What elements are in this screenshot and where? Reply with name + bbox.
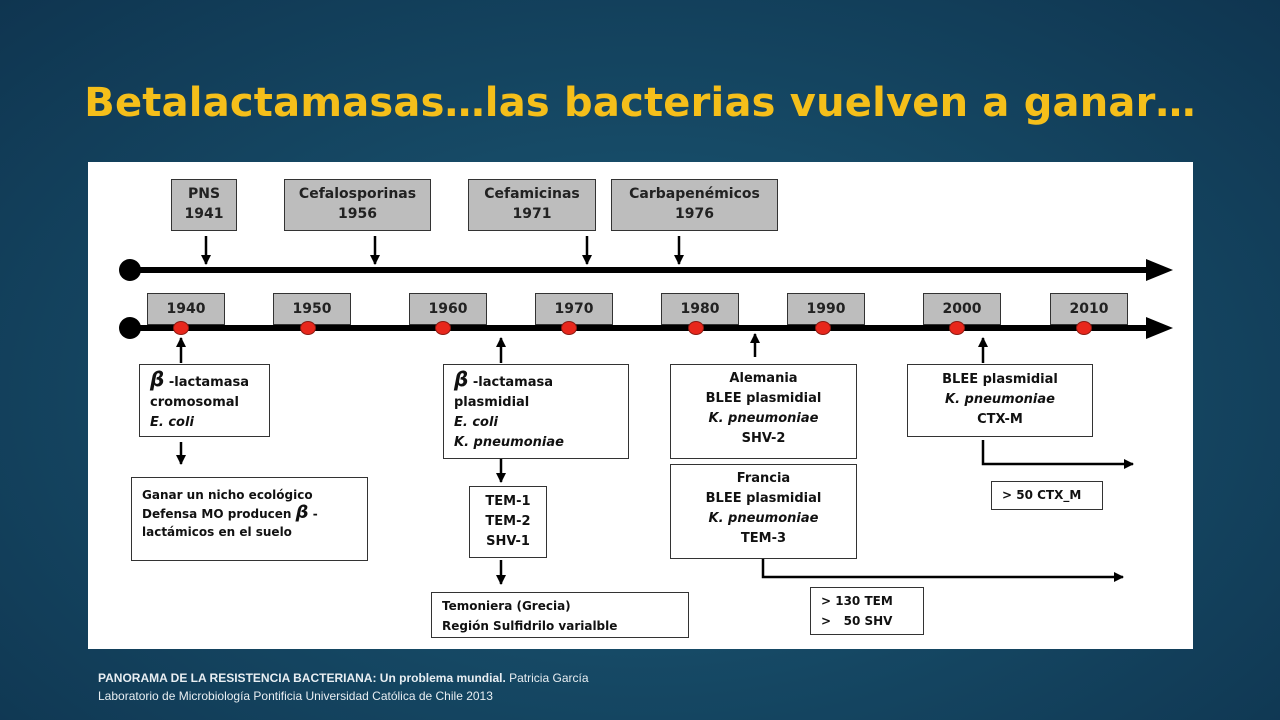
box-line: CTX-M xyxy=(977,412,1023,427)
box-ctx-m-count: > 50 CTX_M xyxy=(991,481,1103,510)
box-line: BLEE plasmidial xyxy=(942,372,1058,387)
antibiotic-year: 1956 xyxy=(338,206,377,222)
antibiotic-carbapenemicos: Carbapenémicos 1976 xyxy=(611,179,778,231)
box-2000-blee: BLEE plasmidial K. pneumoniae CTX-M xyxy=(907,364,1093,437)
timeline-svg xyxy=(119,236,1173,585)
box-line: BLEE plasmidial xyxy=(705,491,822,506)
box-line: SHV-1 xyxy=(486,534,530,549)
box-line: K. pneumoniae xyxy=(708,511,819,526)
box-1940-betalactamasa: β -lactamasa cromosomal E. coli xyxy=(139,364,270,437)
box-line: cromosomal xyxy=(150,395,239,410)
box-line: Ganar un nicho ecológico xyxy=(142,488,313,502)
timeline-dot xyxy=(300,321,316,335)
box-tem-shv-count: > 130 TEM > 50 SHV xyxy=(810,587,924,635)
box-line: plasmidial xyxy=(454,395,530,410)
slide-footer-citation: PANORAMA DE LA RESISTENCIA BACTERIANA: U… xyxy=(98,669,589,705)
box-line: lactámicos en el suelo xyxy=(142,525,292,539)
timeline-dot xyxy=(1076,321,1092,335)
elbow-2000 xyxy=(981,440,1134,469)
box-francia: Francia BLEE plasmidial K. pneumoniae TE… xyxy=(670,464,857,559)
box-line: E. coli xyxy=(454,415,498,430)
box-line: - xyxy=(312,507,318,521)
box-line: TEM-2 xyxy=(485,514,531,529)
elbow-francia xyxy=(761,557,1124,582)
citation-author: Patricia García xyxy=(505,671,589,685)
box-line: K. pneumoniae xyxy=(454,435,564,450)
box-line: TEM-1 xyxy=(485,494,531,509)
box-line: Defensa MO producen xyxy=(142,507,292,521)
box-line: > 50 CTX_M xyxy=(1002,488,1082,502)
timeline-diagram: PNS 1941 Cefalosporinas 1956 Cefamicinas… xyxy=(88,162,1193,649)
decade-2000: 2000 xyxy=(923,293,1001,325)
box-nicho-ecologico: Ganar un nicho ecológico Defensa MO prod… xyxy=(131,477,368,561)
antibiotic-year: 1976 xyxy=(675,206,714,222)
decade-1950: 1950 xyxy=(273,293,351,325)
decade-1940: 1940 xyxy=(147,293,225,325)
bottom-timeline-arrowhead xyxy=(1146,317,1173,339)
top-timeline-arrowhead xyxy=(1146,259,1173,281)
timeline-dot xyxy=(173,321,189,335)
timeline-dot xyxy=(815,321,831,335)
box-line: K. pneumoniae xyxy=(708,411,819,426)
box-line: Alemania xyxy=(729,371,798,386)
decade-1980: 1980 xyxy=(661,293,739,325)
box-temoniera: Temoniera (Grecia) Región Sulfidrilo var… xyxy=(431,592,689,638)
timeline-dot xyxy=(435,321,451,335)
box-line: > 130 TEM xyxy=(821,594,893,608)
box-line: -lactamasa xyxy=(168,375,250,390)
antibiotic-pns: PNS 1941 xyxy=(171,179,237,231)
box-line: E. coli xyxy=(150,415,194,430)
box-alemania: Alemania BLEE plasmidial K. pneumoniae S… xyxy=(670,364,857,459)
antibiotic-name: PNS xyxy=(187,186,221,202)
timeline-dot xyxy=(949,321,965,335)
box-line: Región Sulfidrilo varialble xyxy=(442,619,618,633)
decade-2010: 2010 xyxy=(1050,293,1128,325)
box-line: SHV-2 xyxy=(741,431,786,446)
beta-symbol: β xyxy=(295,502,309,523)
box-tem-shv: TEM-1 TEM-2 SHV-1 xyxy=(469,486,547,558)
citation-institution: Laboratorio de Microbiología Pontificia … xyxy=(98,689,493,703)
decade-1990: 1990 xyxy=(787,293,865,325)
antibiotic-name: Cefalosporinas xyxy=(298,186,417,202)
beta-symbol: β xyxy=(150,367,165,391)
antibiotic-cefamicinas: Cefamicinas 1971 xyxy=(468,179,596,231)
antibiotic-year: 1971 xyxy=(512,206,552,222)
box-line: > 50 SHV xyxy=(821,614,893,628)
antibiotic-cefalosporinas: Cefalosporinas 1956 xyxy=(284,179,431,231)
decade-1970: 1970 xyxy=(535,293,613,325)
beta-symbol: β xyxy=(454,367,469,391)
timeline-dot xyxy=(561,321,577,335)
box-line: -lactamasa xyxy=(472,375,554,390)
antibiotic-name: Carbapenémicos xyxy=(629,186,760,202)
box-line: BLEE plasmidial xyxy=(705,391,822,406)
antibiotic-name: Cefamicinas xyxy=(484,186,580,202)
timeline-dot xyxy=(688,321,704,335)
box-1960-betalactamasa: β -lactamasa plasmidial E. coli K. pneum… xyxy=(443,364,629,459)
slide-title: Betalactamasas…las bacterias vuelven a g… xyxy=(84,80,1196,126)
citation-title: PANORAMA DE LA RESISTENCIA BACTERIANA: U… xyxy=(98,671,506,685)
box-line: TEM-3 xyxy=(740,531,787,546)
box-line: Temoniera (Grecia) xyxy=(442,599,571,613)
antibiotic-year: 1941 xyxy=(184,206,224,222)
box-line: K. pneumoniae xyxy=(945,392,1055,407)
box-line: Francia xyxy=(736,471,791,486)
decade-1960: 1960 xyxy=(409,293,487,325)
